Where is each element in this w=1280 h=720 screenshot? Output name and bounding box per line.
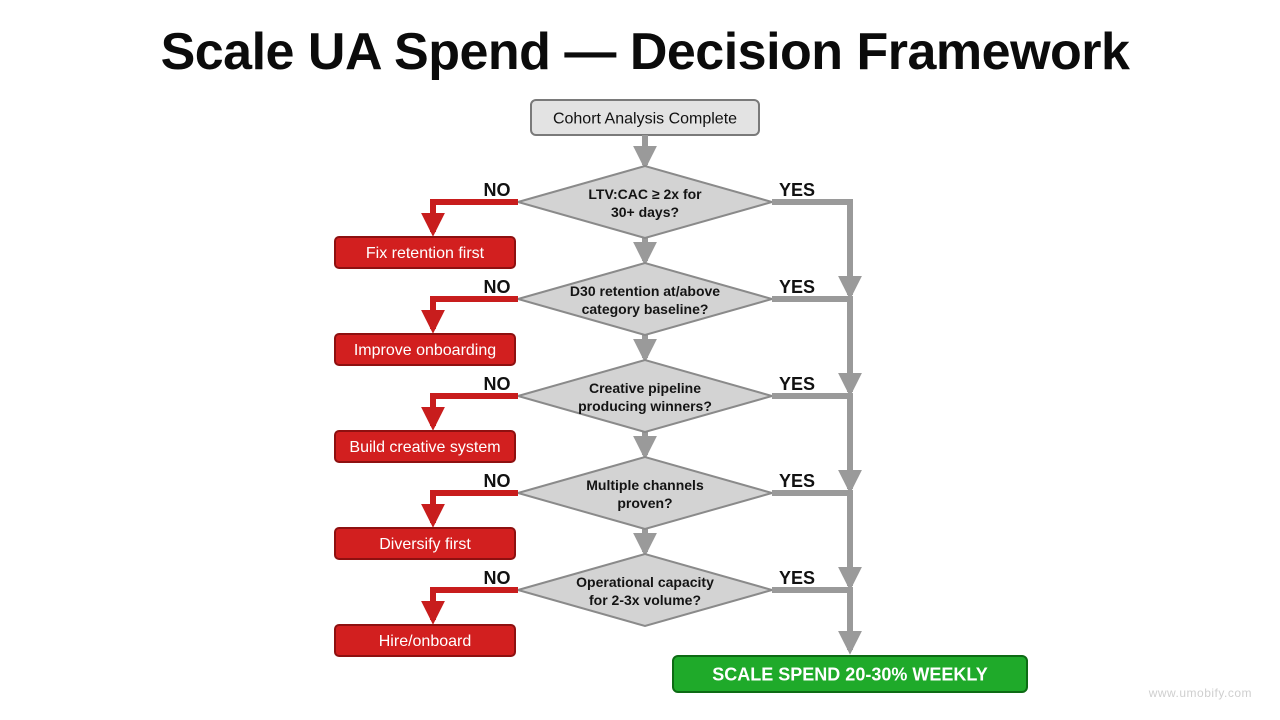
decision-1-no-label: NO [484, 180, 511, 200]
decision-5-no-action-box [334, 624, 516, 657]
decision-3-no-action-box [334, 430, 516, 463]
outcome-node-box [672, 655, 1028, 693]
decision-4-question-line-1: Multiple channels [586, 477, 704, 493]
decision-2-yes-label: YES [779, 277, 815, 297]
decision-2-no-label: NO [484, 277, 511, 297]
decision-2-question-line-1: D30 retention at/above [570, 283, 720, 299]
decision-5-no-connector [421, 587, 518, 625]
decision-4-no-connector [421, 490, 518, 528]
decision-4-yes-label: YES [779, 471, 815, 491]
decision-3-no-connector [421, 393, 518, 431]
decision-2-no-action-box [334, 333, 516, 366]
decision-5-question-line-2: for 2-3x volume? [589, 592, 701, 608]
start-node: Cohort Analysis Complete [530, 99, 760, 136]
decision-5-yes-label: YES [779, 568, 815, 588]
decision-3-yes-connector [772, 393, 862, 494]
decision-1-diamond [514, 164, 776, 240]
decision-1-no-connector [421, 199, 518, 237]
decision-3-question-line-2: producing winners? [578, 398, 712, 414]
decision-3-no-action-label: Build creative system [349, 439, 500, 456]
decision-row-2: D30 retention at/above category baseline?… [334, 261, 862, 397]
decision-4-diamond [514, 455, 776, 531]
decision-3-diamond [514, 358, 776, 434]
decision-5-diamond [514, 552, 776, 628]
decision-row-1: LTV:CAC ≥ 2x for 30+ days? NO Fix retention… [334, 164, 862, 300]
outcome-node: SCALE SPEND 20-30% WEEKLY [672, 655, 1028, 693]
decision-5-question-line-1: Operational capacity [576, 574, 714, 590]
decision-1-yes-connector [772, 199, 862, 300]
decision-2-question-line-2: category baseline? [582, 301, 709, 317]
decision-2-yes-connector [772, 296, 862, 397]
watermark: www.umobify.com [1148, 686, 1252, 700]
decision-4-question-line-2: proven? [617, 495, 672, 511]
page-title: Scale UA Spend — Decision Framework [160, 23, 1130, 81]
decision-2-no-connector [421, 296, 518, 334]
decision-4-yes-connector [772, 490, 862, 591]
decision-row-4: Multiple channels proven? NO Diversify firs… [334, 455, 862, 591]
decision-3-no-label: NO [484, 374, 511, 394]
decision-1-question-line-1: LTV:CAC ≥ 2x for [588, 186, 702, 202]
decision-1-no-action-label: Fix retention first [366, 245, 485, 262]
decision-2-no-action-label: Improve onboarding [354, 342, 496, 359]
decision-2-diamond [514, 261, 776, 337]
outcome-node-label: SCALE SPEND 20-30% WEEKLY [712, 665, 987, 685]
decision-1-no-action-box [334, 236, 516, 269]
decision-4-no-action-box [334, 527, 516, 560]
decision-4-no-label: NO [484, 471, 511, 491]
decision-4-no-action-label: Diversify first [379, 536, 471, 553]
decision-3-question-line-1: Creative pipeline [589, 380, 701, 396]
decision-1-question-line-2: 30+ days? [611, 204, 679, 220]
decision-row-5: Operational capacity for 2-3x volume? NO Hi… [334, 552, 862, 657]
decision-5-no-action-label: Hire/onboard [379, 633, 472, 650]
decision-5-yes-connector [772, 587, 862, 655]
decision-3-yes-label: YES [779, 374, 815, 394]
start-node-label: Cohort Analysis Complete [553, 111, 737, 128]
decision-5-no-label: NO [484, 568, 511, 588]
decision-row-3: Creative pipeline producing winners? NO Bui… [334, 358, 862, 494]
decision-1-yes-label: YES [779, 180, 815, 200]
